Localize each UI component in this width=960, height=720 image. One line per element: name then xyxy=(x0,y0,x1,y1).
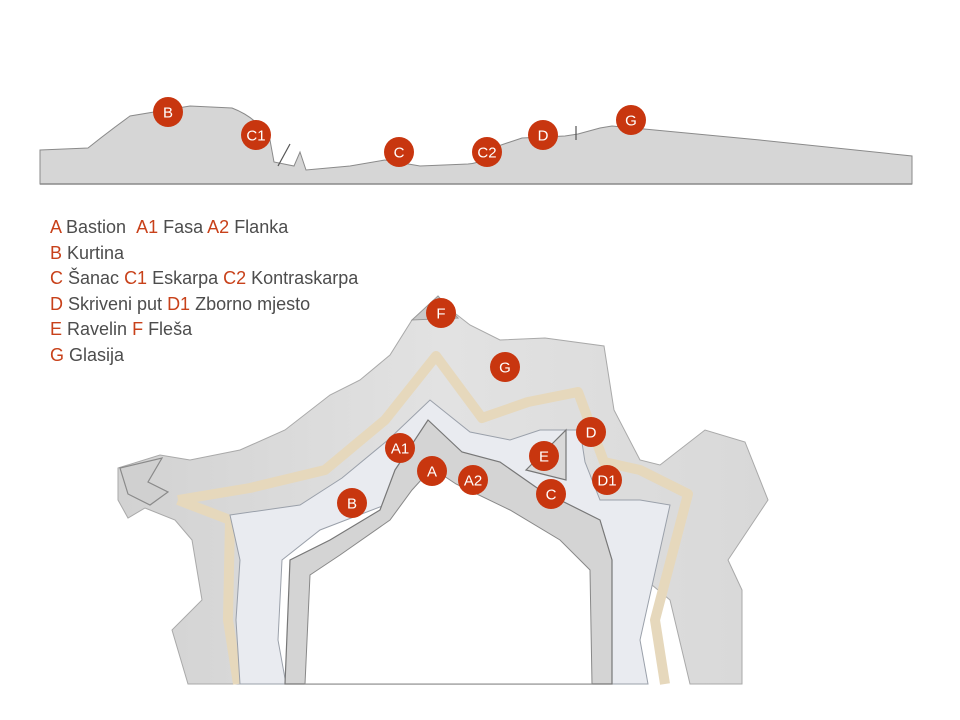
marker-circle xyxy=(529,441,559,471)
marker-circle xyxy=(417,456,447,486)
legend-row: C Šanac C1 Eskarpa C2 Kontraskarpa xyxy=(50,266,358,292)
marker-g: G xyxy=(616,105,646,135)
marker-label: F xyxy=(436,306,445,323)
marker-circle xyxy=(458,465,488,495)
legend-code: D xyxy=(50,293,63,314)
legend-label: Kontraskarpa xyxy=(246,268,359,289)
marker-circle xyxy=(385,433,415,463)
marker-label: B xyxy=(163,105,173,122)
marker-circle xyxy=(490,352,520,382)
legend-code: G xyxy=(50,344,65,365)
marker-a: A xyxy=(417,456,447,486)
marker-label: B xyxy=(347,496,357,513)
marker-label: E xyxy=(539,449,549,466)
marker-circle xyxy=(337,488,367,518)
legend-code: A1 xyxy=(136,217,159,237)
marker-c1: C1 xyxy=(241,120,271,150)
marker-label: D xyxy=(538,128,549,145)
marker-b: B xyxy=(337,488,367,518)
plan-interior xyxy=(304,467,593,685)
legend-row: A Bastion A1 Fasa A2 Flanka xyxy=(50,215,358,241)
marker-circle xyxy=(536,479,566,509)
marker-label: C2 xyxy=(477,145,496,162)
legend-label: Šanac xyxy=(63,268,120,289)
marker-label: A2 xyxy=(464,473,482,490)
legend-code: B xyxy=(50,242,63,263)
legend-label: Zborno mjesto xyxy=(190,293,311,314)
fortification-profile: B C1C C2 D G xyxy=(39,97,913,185)
legend-code: C xyxy=(50,268,63,289)
marker-c2: C2 xyxy=(472,137,502,167)
fortification-plan: F G A1A A2 E D D1C B xyxy=(117,295,769,685)
marker-label: A xyxy=(427,464,437,481)
marker-d: D xyxy=(528,120,558,150)
marker-a1: A1 xyxy=(385,433,415,463)
marker-b: B xyxy=(153,97,183,127)
marker-d: D xyxy=(576,417,606,447)
legend-row: E Ravelin F Fleša xyxy=(50,317,358,343)
marker-c: C xyxy=(536,479,566,509)
marker-circle xyxy=(241,120,271,150)
marker-label: G xyxy=(499,360,511,377)
legend-code: D1 xyxy=(167,293,191,314)
marker-circle xyxy=(153,97,183,127)
marker-a2: A2 xyxy=(458,465,488,495)
marker-circle xyxy=(576,417,606,447)
legend-label: Fleša xyxy=(143,319,193,340)
plan-left-outwork xyxy=(119,457,170,506)
legend-label: Skriveni put xyxy=(63,293,163,314)
legend-row: G Glasija xyxy=(50,343,358,369)
legend-row: B Kurtina xyxy=(50,241,358,267)
legend-code: E xyxy=(50,319,63,340)
marker-c: C xyxy=(384,137,414,167)
legend-label: Ravelin xyxy=(62,319,128,340)
marker-f: F xyxy=(426,298,456,328)
legend-code: C2 xyxy=(223,268,247,289)
legend-code: A xyxy=(50,217,62,237)
legend-label: Eskarpa xyxy=(147,268,219,289)
marker-e: E xyxy=(529,441,559,471)
legend-label: Flanka xyxy=(229,217,289,237)
profile-palisade xyxy=(277,143,291,167)
legend-label: Glasija xyxy=(64,344,125,365)
marker-d1: D1 xyxy=(592,465,622,495)
marker-label: D xyxy=(586,425,597,442)
marker-circle xyxy=(616,105,646,135)
legend-label: Fasa xyxy=(158,217,204,237)
marker-label: C1 xyxy=(246,128,265,145)
legend-code: F xyxy=(132,319,144,340)
legend-code: A2 xyxy=(207,217,230,237)
marker-label: C xyxy=(394,145,405,162)
legend-row: D Skriveni put D1 Zborno mjesto xyxy=(50,292,358,318)
marker-circle xyxy=(472,137,502,167)
marker-label: D1 xyxy=(597,473,616,490)
legend-label: Kurtina xyxy=(62,242,125,263)
legend-label: Bastion xyxy=(61,217,127,237)
marker-circle xyxy=(528,120,558,150)
marker-g: G xyxy=(490,352,520,382)
marker-label: C xyxy=(546,487,557,504)
marker-circle xyxy=(426,298,456,328)
marker-circle xyxy=(592,465,622,495)
legend-code: C1 xyxy=(124,268,148,289)
marker-circle xyxy=(384,137,414,167)
plan-covered-way xyxy=(176,351,693,685)
marker-label: A1 xyxy=(391,441,409,458)
marker-label: G xyxy=(625,113,637,130)
